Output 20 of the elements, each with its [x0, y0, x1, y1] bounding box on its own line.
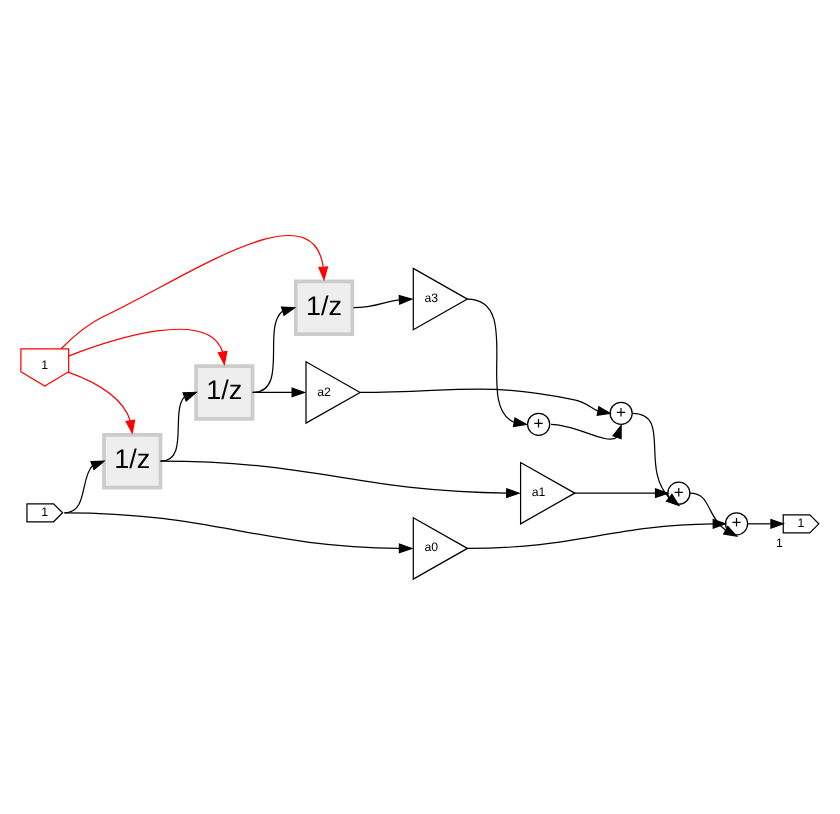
- arrow: [159, 460, 521, 499]
- arrow: [689, 492, 739, 537]
- arrow: [60, 235, 329, 350]
- node-box: 1/z: [293, 279, 355, 336]
- arrow: [63, 460, 106, 514]
- node-box: 1/z: [194, 364, 255, 421]
- arrow: [466, 298, 529, 428]
- node-circle: +: [609, 401, 633, 425]
- arrow: [352, 294, 414, 309]
- arrow: [67, 328, 228, 367]
- arrow: [550, 423, 622, 440]
- node-box: 1/z: [102, 432, 163, 490]
- arrow: [251, 306, 297, 394]
- node-circle: +: [526, 412, 551, 437]
- arrow: [747, 518, 786, 529]
- arrow: [359, 388, 612, 416]
- arrow: [573, 487, 670, 499]
- arrow: [67, 371, 136, 435]
- arrow: [159, 391, 198, 462]
- arrow: [631, 412, 681, 507]
